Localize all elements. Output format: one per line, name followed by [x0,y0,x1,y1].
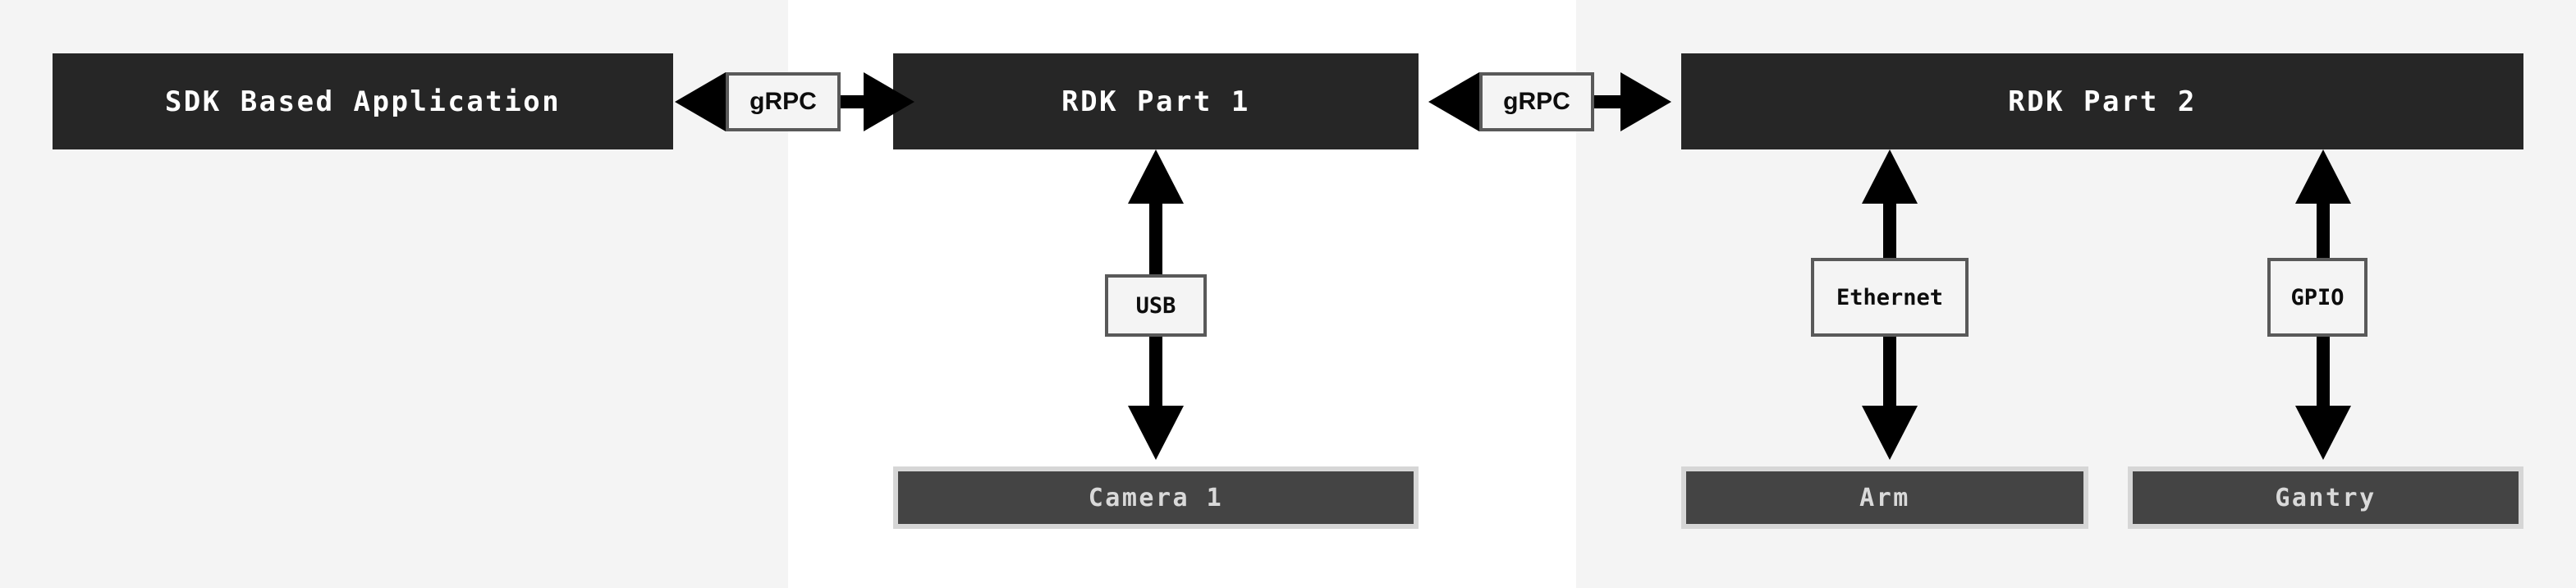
node-arm-label: Arm [1859,483,1910,512]
edge-label-grpc-left[interactable]: gRPC [726,72,841,131]
edge-label-usb-text: USB [1135,292,1176,319]
edge-label-gpio-text: GPIO [2290,284,2345,310]
node-gantry[interactable]: Gantry [2128,466,2523,529]
node-rdk-part-1[interactable]: RDK Part 1 [893,53,1419,149]
node-camera-1-label: Camera 1 [1088,483,1224,512]
node-rdk-part-1-label: RDK Part 1 [1061,85,1250,118]
edge-label-grpc-left-text: gRPC [749,88,817,115]
node-sdk-based-application-label: SDK Based Application [164,85,561,118]
edge-label-grpc-right-text: gRPC [1503,88,1570,115]
edge-label-grpc-right[interactable]: gRPC [1479,72,1594,131]
node-arm[interactable]: Arm [1681,466,2088,529]
node-sdk-based-application[interactable]: SDK Based Application [53,53,673,149]
node-gantry-label: Gantry [2275,483,2377,512]
edge-label-gpio[interactable]: GPIO [2267,258,2367,337]
edge-label-usb[interactable]: USB [1105,274,1207,337]
edge-label-ethernet-text: Ethernet [1836,284,1944,310]
node-rdk-part-2-label: RDK Part 2 [2008,85,2197,118]
edge-label-ethernet[interactable]: Ethernet [1811,258,1969,337]
node-camera-1[interactable]: Camera 1 [893,466,1419,529]
node-rdk-part-2[interactable]: RDK Part 2 [1681,53,2523,149]
